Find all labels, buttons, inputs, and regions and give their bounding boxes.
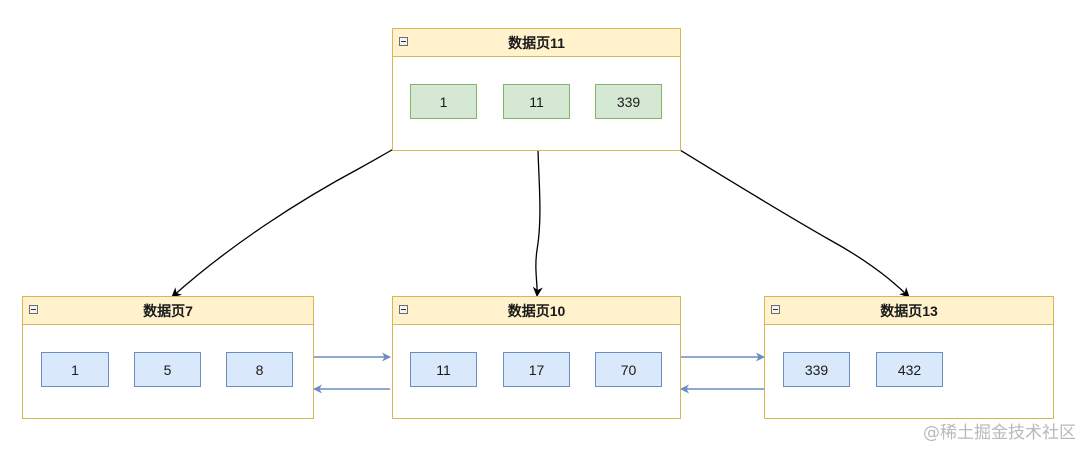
collapse-minus-icon[interactable] bbox=[399, 305, 408, 314]
record-root-2: 11 bbox=[503, 84, 570, 119]
record-left-2: 5 bbox=[134, 352, 201, 387]
data-page-7: 数据页7 1 5 8 bbox=[22, 296, 314, 419]
page-title: 数据页7 bbox=[143, 303, 193, 319]
record-middle-3: 70 bbox=[595, 352, 662, 387]
record-middle-1: 11 bbox=[410, 352, 477, 387]
record-right-2: 432 bbox=[876, 352, 943, 387]
record-root-3: 339 bbox=[595, 84, 662, 119]
record-root-1: 1 bbox=[410, 84, 477, 119]
page-title: 数据页13 bbox=[880, 303, 938, 319]
data-page-11: 数据页11 1 11 339 bbox=[392, 28, 681, 151]
record-left-1: 1 bbox=[41, 352, 109, 387]
page-title: 数据页10 bbox=[507, 303, 566, 319]
page-title: 数据页11 bbox=[508, 35, 565, 51]
page-header: 数据页13 bbox=[765, 297, 1053, 325]
watermark: @稀土掘金技术社区 bbox=[923, 423, 1076, 443]
collapse-minus-icon[interactable] bbox=[771, 305, 780, 314]
record-right-1: 339 bbox=[783, 352, 850, 387]
page-header: 数据页11 bbox=[393, 29, 680, 57]
data-page-10: 数据页10 11 17 70 bbox=[392, 296, 681, 419]
collapse-minus-icon[interactable] bbox=[29, 305, 38, 314]
collapse-minus-icon[interactable] bbox=[399, 37, 408, 46]
data-page-13: 数据页13 339 432 bbox=[764, 296, 1054, 419]
record-left-3: 8 bbox=[226, 352, 293, 387]
page-header: 数据页7 bbox=[23, 297, 313, 325]
record-middle-2: 17 bbox=[503, 352, 570, 387]
page-header: 数据页10 bbox=[393, 297, 680, 325]
